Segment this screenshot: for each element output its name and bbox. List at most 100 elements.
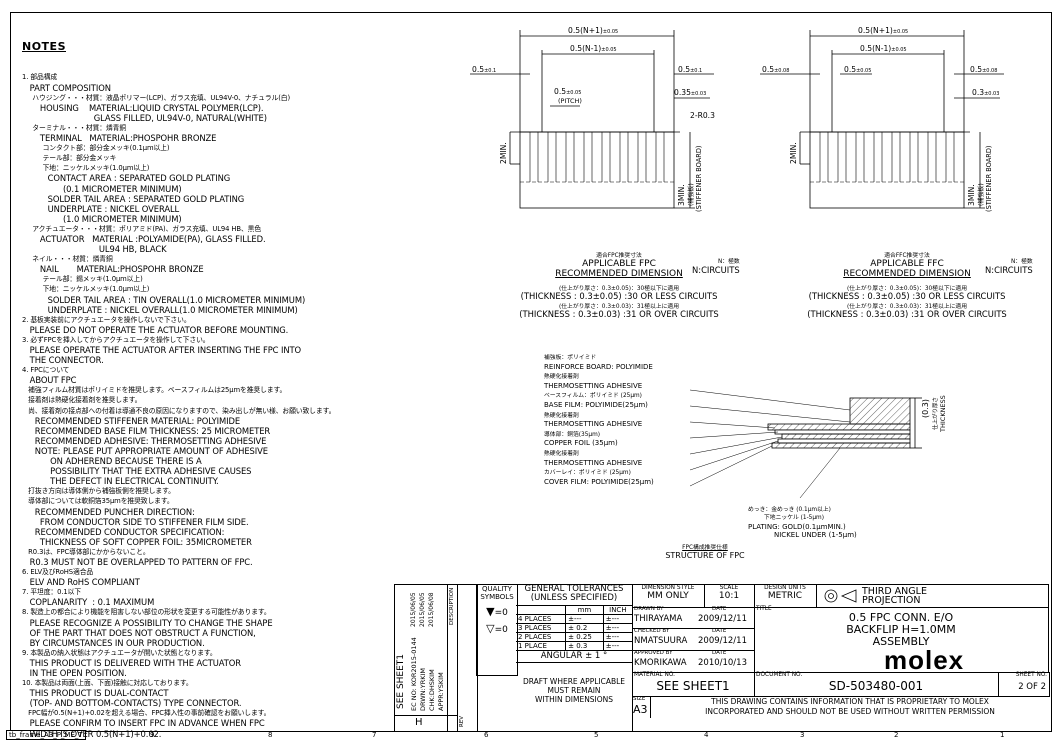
third-angle-text: THIRD ANGLE xyxy=(862,586,927,597)
ffc-thick2: (THICKNESS : 0.3±0.03) :31 OR OVER CIRCU… xyxy=(807,309,1007,319)
fpc-dimension-drawing: 0.5(N+1)±0.05 0.5(N-1)±0.05 0.5±0.1 0.5±… xyxy=(470,26,715,212)
drawn-value: THIRAYAMA xyxy=(634,614,683,624)
gen-tol-unless: (UNLESS SPECIFIED) xyxy=(530,593,618,603)
scale-cell: SCALE 10:1 xyxy=(704,584,755,608)
notes-line: PLEASE CONFIRM TO INSERT FPC IN ADVANCE … xyxy=(22,718,265,729)
notes-line: WIDTH IS OVER 0.5(N+1)+0.02. xyxy=(22,728,162,739)
notes-line: UNDERPLATE : NICKEL OVERALL xyxy=(22,203,180,214)
quality-label: QUALITY xyxy=(482,585,512,593)
revision-letter: H xyxy=(415,717,423,728)
title-label: TITLE xyxy=(756,606,772,612)
revision-rev-label: REV xyxy=(459,715,465,727)
fpc-caption-jp: 適合FPC推奨寸法 xyxy=(596,253,642,259)
notes-line: 8. 製造上の都合により機能を阻害しない部位の形状を変更する可能性があります。 xyxy=(22,608,271,617)
projection-cell: THIRD ANGLE PROJECTION xyxy=(816,584,1049,608)
notes-line: RECOMMENDED ADHESIVE: THERMOSETTING ADHE… xyxy=(22,435,267,446)
ffc-min2: 2MIN. xyxy=(789,142,798,164)
notes-line: 補強フィルム材質はポリイミドを推奨します。ベースフィルムは25μmを推奨します。 xyxy=(22,386,287,395)
zone-number: 4 xyxy=(704,731,709,739)
structure-thick: (0.3) xyxy=(921,399,930,418)
size-cell: SIZE A3 xyxy=(632,696,651,718)
general-tolerances: GENERAL TOLERANCES (UNLESS SPECIFIED) mm… xyxy=(516,584,633,732)
notes-line: OF THE PART THAT DOES NOT OBSTRUCT A FUN… xyxy=(22,627,256,638)
zone-number: 6 xyxy=(484,731,489,739)
checked-label: CHECKED BY xyxy=(634,628,670,634)
revision-drwn: DRWN:YRKIM xyxy=(419,667,427,711)
tol-row-inch: ±--- xyxy=(602,641,632,651)
notes-line: 2. 基板実装前にアクチュエータを操作しないで下さい。 xyxy=(22,315,191,324)
fpc-stiff-jp: (補強板) xyxy=(687,183,695,206)
title-cell: TITLE 0.5 FPC CONN. E/O BACKFLIP H=1.0MM… xyxy=(754,606,1049,650)
revision-see-sheet: SEE SHEET1 xyxy=(396,653,406,709)
frame-name-label: tb_frame_A3_P_ME_T xyxy=(6,730,86,740)
notes-line: THE DEFECT IN ELECTRICAL CONTINUITY. xyxy=(22,476,219,487)
units-value: METRIC xyxy=(767,591,803,601)
notes-line: NOTE: PLEASE PUT APPROPRIATE AMOUNT OF A… xyxy=(22,445,268,456)
dimension-style-cell: DIMENSION STYLE MM ONLY xyxy=(632,584,705,608)
notes-line: THICKNESS OF SOFT COPPER FOIL: 35MICROME… xyxy=(22,536,252,547)
notes-line: GLASS FILLED, UL94V-0, NATURAL(WHITE) xyxy=(22,112,267,123)
notes-line: UNDERPLATE : NICKEL OVERALL(1.0 MICROMET… xyxy=(22,304,298,315)
structure-l7-jp: カバーレイ：ポリイミド (25μm) xyxy=(544,470,631,477)
design-units-cell: DESIGN UNITS METRIC xyxy=(754,584,817,608)
revision-divider xyxy=(447,585,448,731)
drawn-label: DRAWN BY xyxy=(634,606,664,612)
zone-number: 3 xyxy=(800,731,805,739)
date-label: DATE xyxy=(712,606,727,612)
checked-value: NMATSUURA xyxy=(634,636,688,646)
notes-line: PLEASE OPERATE THE ACTUATOR AFTER INSERT… xyxy=(22,345,301,355)
tol-row-place: 1 PLACE xyxy=(516,641,567,651)
structure-l1-jp: 補強板：ポリイミド xyxy=(544,355,597,361)
ffc-dim-left: 0.5±0.08 xyxy=(762,65,789,74)
sheet-cell: SHEET NO. 2 OF 2 xyxy=(998,672,1050,697)
title-line-2: BACKFLIP H=1.0MM xyxy=(846,623,956,636)
fpc-min2: 2MIN. xyxy=(499,142,508,164)
revision-appr: APPR:YSKIM xyxy=(437,672,445,711)
units-label: DESIGN UNITS xyxy=(764,585,806,591)
fpc-caption-title2: RECOMMENDED DIMENSION xyxy=(555,269,683,279)
notes-line: FPC幅が0.5(N+1)+0.02を超える場合、FPC挿入性の事前確認をお願い… xyxy=(22,709,271,718)
approved-date: 2010/10/13 xyxy=(698,658,747,668)
notes-line: UL94 HB, BLACK xyxy=(22,244,167,255)
notes-line: コンタクト部：部分金メッキ(0.1μm以上) xyxy=(22,144,170,153)
notes-line: SOLDER TAIL AREA : TIN OVERALL(1.0 MICRO… xyxy=(22,294,306,305)
quality-symbol-2: ▽=0 xyxy=(486,622,508,635)
notes-line: RECOMMENDED CONDUCTOR SPECIFICATION: xyxy=(22,526,225,537)
date-label: DATE xyxy=(712,650,727,656)
structure-l2-jp: 熱硬化接着剤 xyxy=(544,374,579,381)
notes-line: 尚、接着剤の接点部への付着は導通不良の原因になりますので、染み出しが無い様、お願… xyxy=(22,406,336,415)
draft-line-1: DRAFT WHERE APPLICABLE xyxy=(522,677,626,686)
proprietary-notice: THIS DRAWING CONTAINS INFORMATION THAT I… xyxy=(652,697,1048,717)
notes-line: SOLDER TAIL AREA : SEPARATED GOLD PLATIN… xyxy=(22,193,245,204)
fpc-thick2: (THICKNESS : 0.3±0.03) :31 OR OVER CIRCU… xyxy=(519,309,719,319)
structure-labels: 補強板：ポリイミド REINFORCE BOARD: POLYIMIDE 熱硬化… xyxy=(544,354,654,486)
tol-row-mm: ±--- xyxy=(565,614,604,624)
structure-caption-en: STRUCTURE OF FPC xyxy=(665,551,745,560)
notes-lines: 1. 部品構成 PART COMPOSITION ハウジング・・・材質：液晶ポリ… xyxy=(22,72,472,738)
zone-number: 8 xyxy=(268,731,273,739)
structure-thick-jp: 仕上がり厚さ xyxy=(931,397,939,430)
tol-row-mm: ± 0.2 xyxy=(565,623,604,633)
structure-l7: COVER FILM: POLYIMIDE(25μm) xyxy=(544,477,654,486)
notes-line: ハウジング・・・材質：液晶ポリマー(LCP)、ガラス充填、UL94V-0、ナチュ… xyxy=(22,93,291,102)
notes-line: (0.1 MICROMETER MINIMUM) xyxy=(22,183,182,194)
fpc-caption: 適合FPC推奨寸法 APPLICABLE FPC RECOMMENDED DIM… xyxy=(474,250,764,319)
plating-1: PLATING: GOLD(0.1μmMIN.) xyxy=(748,522,846,531)
document-cell: DOCUMENT NO. SD-503480-001 xyxy=(754,672,998,697)
notes-line: NAIL MATERIAL:PHOSPOHR BRONZE xyxy=(22,264,204,275)
notes-line: 10. 本製品は両面(上面、下面)接触に対応しております。 xyxy=(22,679,193,688)
ffc-dimension-drawing: 0.5(N+1)±0.05 0.5(N-1)±0.05 0.5±0.08 0.5… xyxy=(760,26,1004,212)
notes-line: R0.3 MUST NOT BE OVERLAPPED TO PATTERN O… xyxy=(22,556,253,567)
tol-row-mm: ± 0.3 xyxy=(565,641,604,651)
revision-ec-no: EC NO: KOR2015-0144 xyxy=(410,637,418,711)
fpc-min3: 3MIN. xyxy=(677,184,686,206)
notes-block: NOTES 1. 部品構成 PART COMPOSITION ハウジング・・・材… xyxy=(22,22,472,749)
fpc-n-label: N：極数 N:CIRCUITS xyxy=(692,256,740,275)
structure-caption: FPC構成推奨仕様 STRUCTURE OF FPC xyxy=(640,542,770,560)
fpc-dim-right: 0.5±0.1 xyxy=(678,65,702,74)
ffc-dim-top1: 0.5(N+1)±0.05 xyxy=(858,26,908,35)
tol-row-place: 2 PLACES xyxy=(516,632,567,642)
gen-tol-title: GENERAL TOLERANCES xyxy=(524,584,624,594)
material-cell: MATERIAL NO. SEE SHEET1 xyxy=(632,672,755,697)
dim-style-value: MM ONLY xyxy=(647,591,689,601)
